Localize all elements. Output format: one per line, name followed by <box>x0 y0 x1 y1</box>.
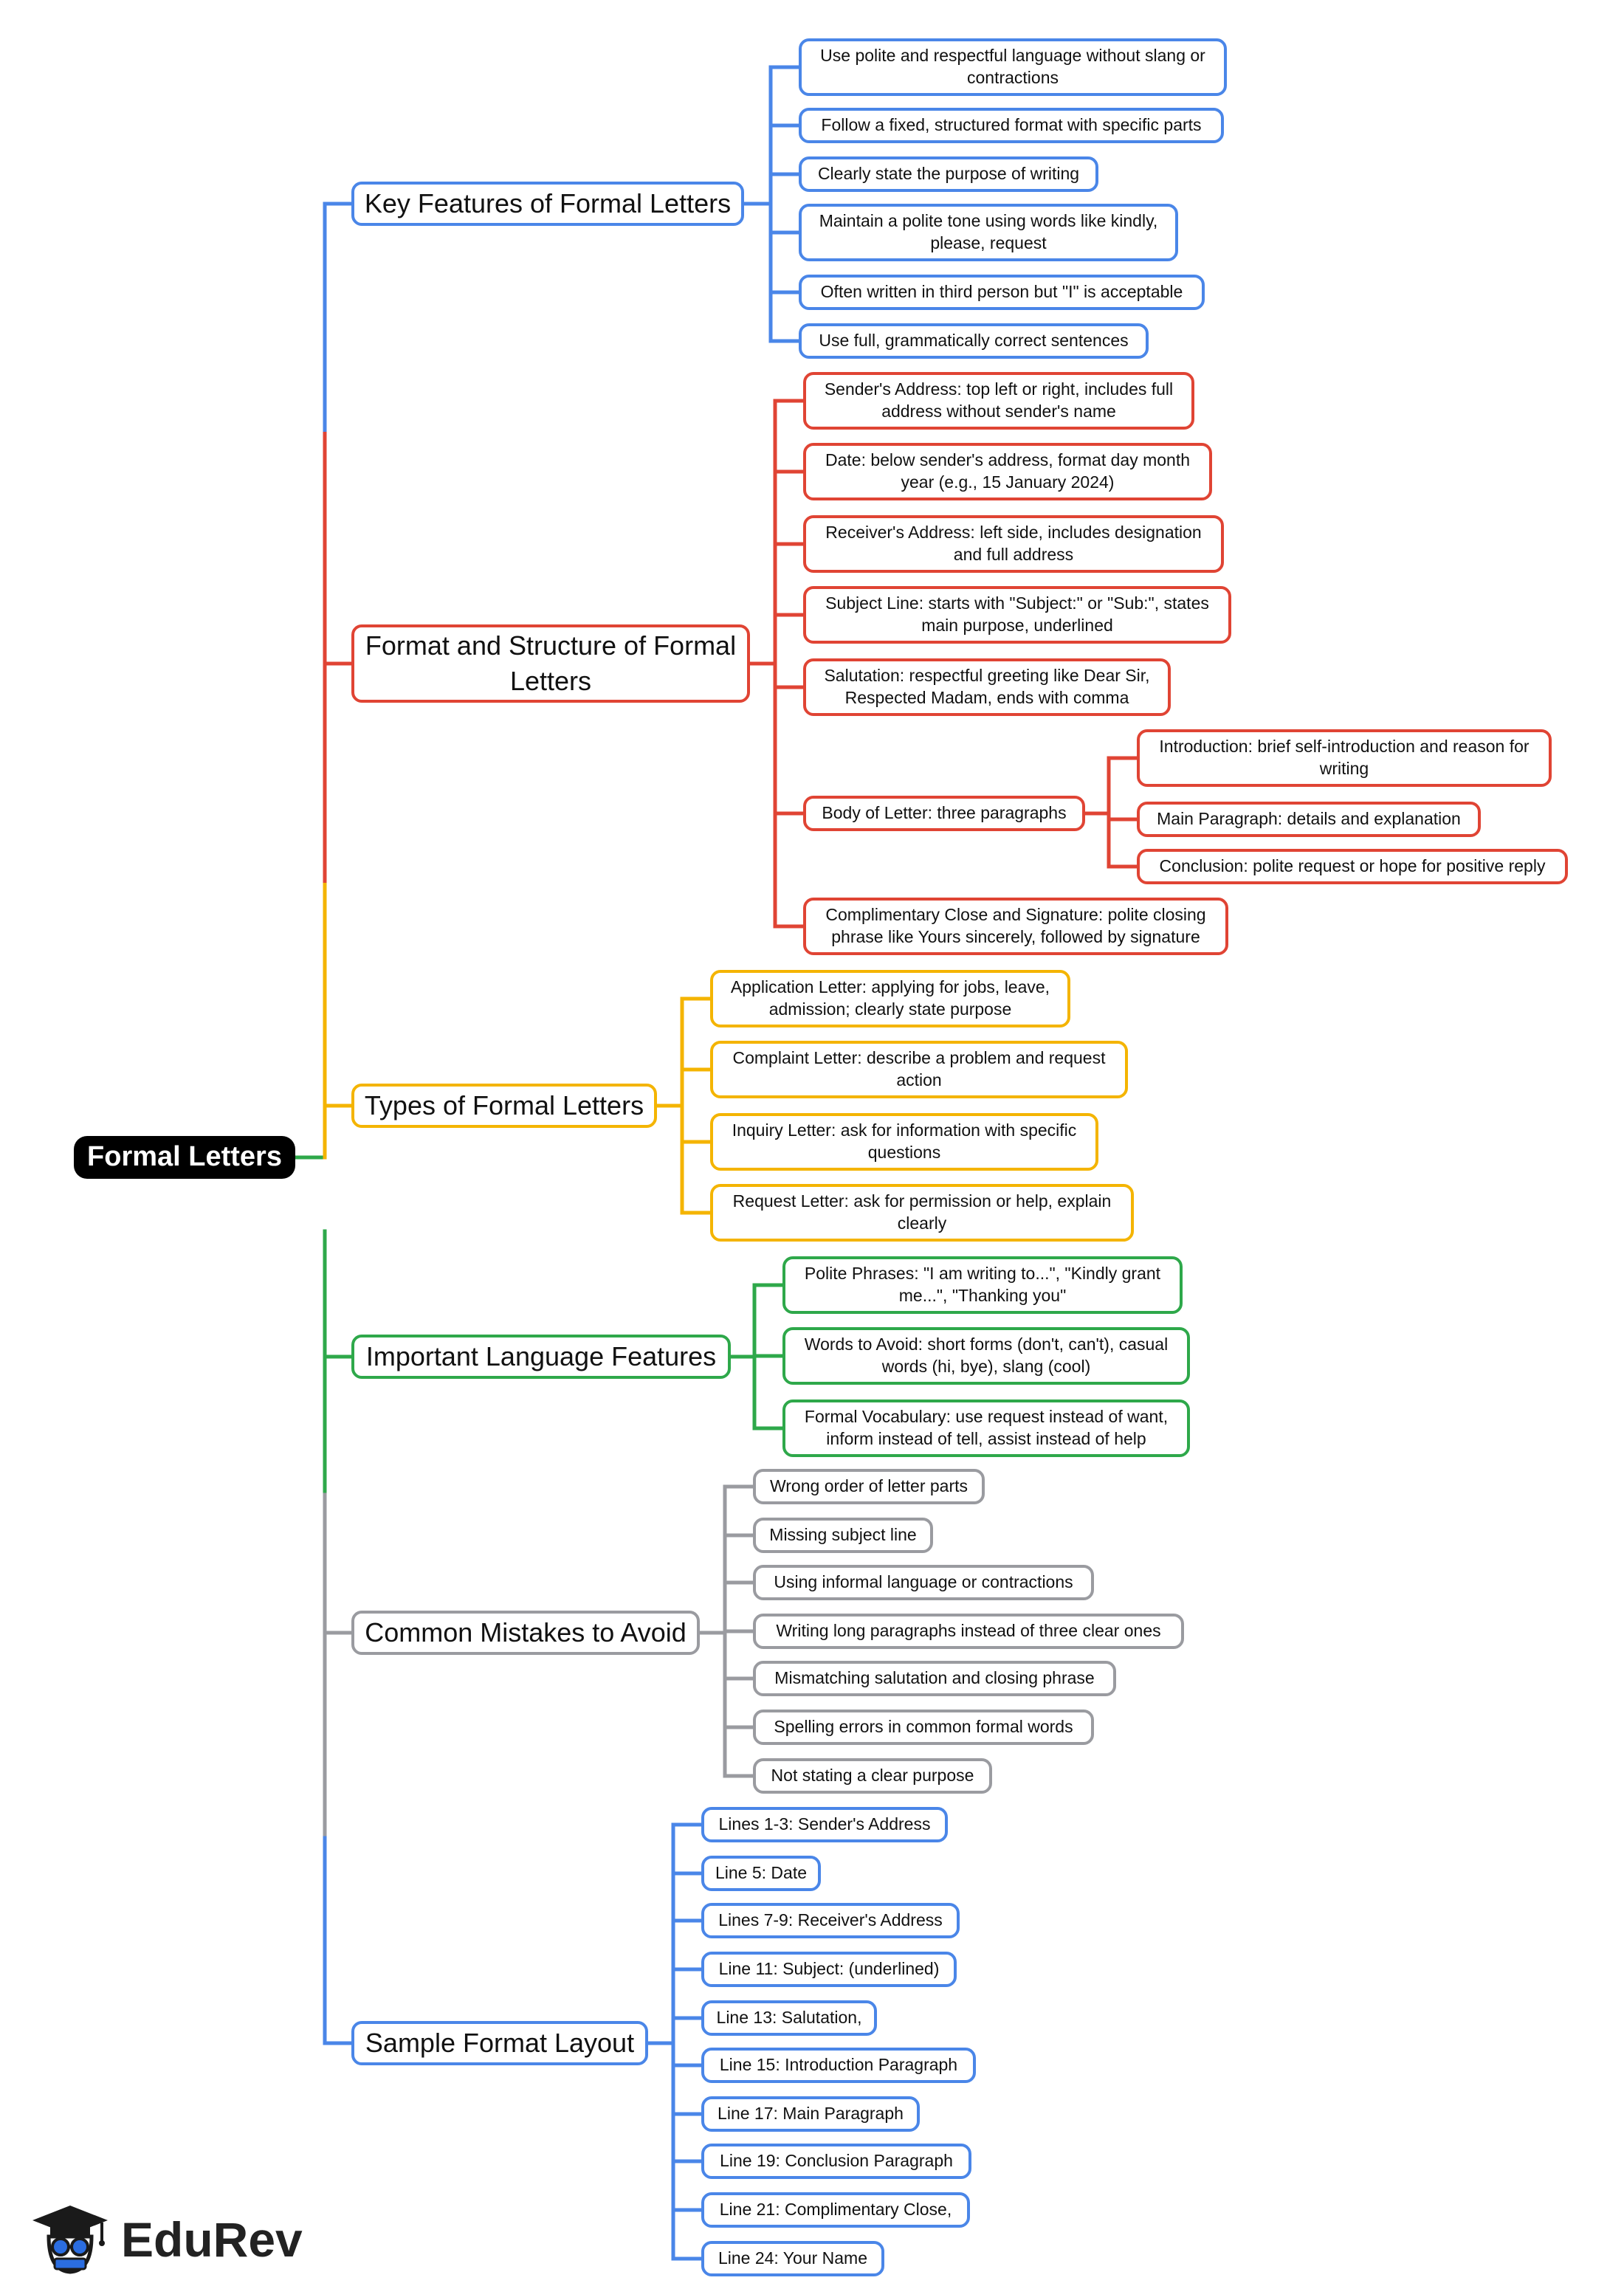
branch-types: Types of Formal Letters <box>351 1084 657 1128</box>
root-node: Formal Letters <box>74 1136 295 1179</box>
leaf-senders-address: Sender's Address: top left or right, inc… <box>803 372 1194 430</box>
leaf-body-of-letter: Body of Letter: three paragraphs <box>803 796 1085 831</box>
leaf-line-11: Line 11: Subject: (underlined) <box>701 1952 957 1987</box>
leaf-third-person: Often written in third person but "I" is… <box>799 275 1205 310</box>
leaf-mismatching-salutation: Mismatching salutation and closing phras… <box>753 1661 1116 1696</box>
leaf-state-purpose: Clearly state the purpose of writing <box>799 156 1098 192</box>
leaf-complaint-letter: Complaint Letter: describe a problem and… <box>710 1041 1128 1098</box>
leaf-spelling-errors: Spelling errors in common formal words <box>753 1710 1094 1745</box>
leaf-wrong-order: Wrong order of letter parts <box>753 1469 985 1504</box>
leaf-missing-subject: Missing subject line <box>753 1518 933 1553</box>
leaf-no-clear-purpose: Not stating a clear purpose <box>753 1758 992 1794</box>
graduation-cap-owl-icon <box>32 2206 108 2274</box>
leaf-line-15: Line 15: Introduction Paragraph <box>701 2048 976 2083</box>
leaf-lines-1-3: Lines 1-3: Sender's Address <box>701 1807 948 1842</box>
leaf-introduction: Introduction: brief self-introduction an… <box>1137 729 1552 787</box>
leaf-long-paragraphs: Writing long paragraphs instead of three… <box>753 1614 1184 1649</box>
leaf-polite-phrases: Polite Phrases: "I am writing to...", "K… <box>782 1256 1183 1314</box>
leaf-line-24: Line 24: Your Name <box>701 2241 884 2276</box>
branch-sample-layout: Sample Format Layout <box>351 2021 648 2065</box>
leaf-full-sentences: Use full, grammatically correct sentence… <box>799 323 1149 359</box>
leaf-line-19: Line 19: Conclusion Paragraph <box>701 2144 971 2179</box>
leaf-line-21: Line 21: Complimentary Close, <box>701 2192 970 2228</box>
leaf-polite-tone: Maintain a polite tone using words like … <box>799 204 1178 261</box>
leaf-fixed-format: Follow a fixed, structured format with s… <box>799 108 1224 143</box>
leaf-receivers-address: Receiver's Address: left side, includes … <box>803 515 1224 573</box>
leaf-date: Date: below sender's address, format day… <box>803 443 1212 500</box>
leaf-words-to-avoid: Words to Avoid: short forms (don't, can'… <box>782 1327 1190 1385</box>
leaf-application-letter: Application Letter: applying for jobs, l… <box>710 970 1070 1027</box>
edurev-logo: EduRev <box>30 2198 310 2279</box>
branch-common-mistakes: Common Mistakes to Avoid <box>351 1611 700 1655</box>
brand-name: EduRev <box>121 2212 303 2267</box>
leaf-formal-vocabulary: Formal Vocabulary: use request instead o… <box>782 1400 1190 1457</box>
leaf-polite-language: Use polite and respectful language witho… <box>799 38 1227 96</box>
leaf-conclusion: Conclusion: polite request or hope for p… <box>1137 849 1568 884</box>
branch-language-features: Important Language Features <box>351 1335 731 1379</box>
leaf-request-letter: Request Letter: ask for permission or he… <box>710 1184 1134 1242</box>
branch-format-structure: Format and Structure of Formal Letters <box>351 624 750 703</box>
leaf-complimentary-close: Complimentary Close and Signature: polit… <box>803 898 1228 955</box>
leaf-salutation: Salutation: respectful greeting like Dea… <box>803 658 1171 716</box>
leaf-subject-line: Subject Line: starts with "Subject:" or … <box>803 586 1231 644</box>
branch-key-features: Key Features of Formal Letters <box>351 182 744 226</box>
leaf-inquiry-letter: Inquiry Letter: ask for information with… <box>710 1113 1098 1171</box>
leaf-line-5: Line 5: Date <box>701 1856 821 1891</box>
leaf-line-13: Line 13: Salutation, <box>701 2000 877 2036</box>
leaf-informal-language: Using informal language or contractions <box>753 1565 1094 1600</box>
leaf-line-17: Line 17: Main Paragraph <box>701 2096 920 2132</box>
leaf-lines-7-9: Lines 7-9: Receiver's Address <box>701 1903 960 1938</box>
leaf-main-paragraph: Main Paragraph: details and explanation <box>1137 802 1481 837</box>
